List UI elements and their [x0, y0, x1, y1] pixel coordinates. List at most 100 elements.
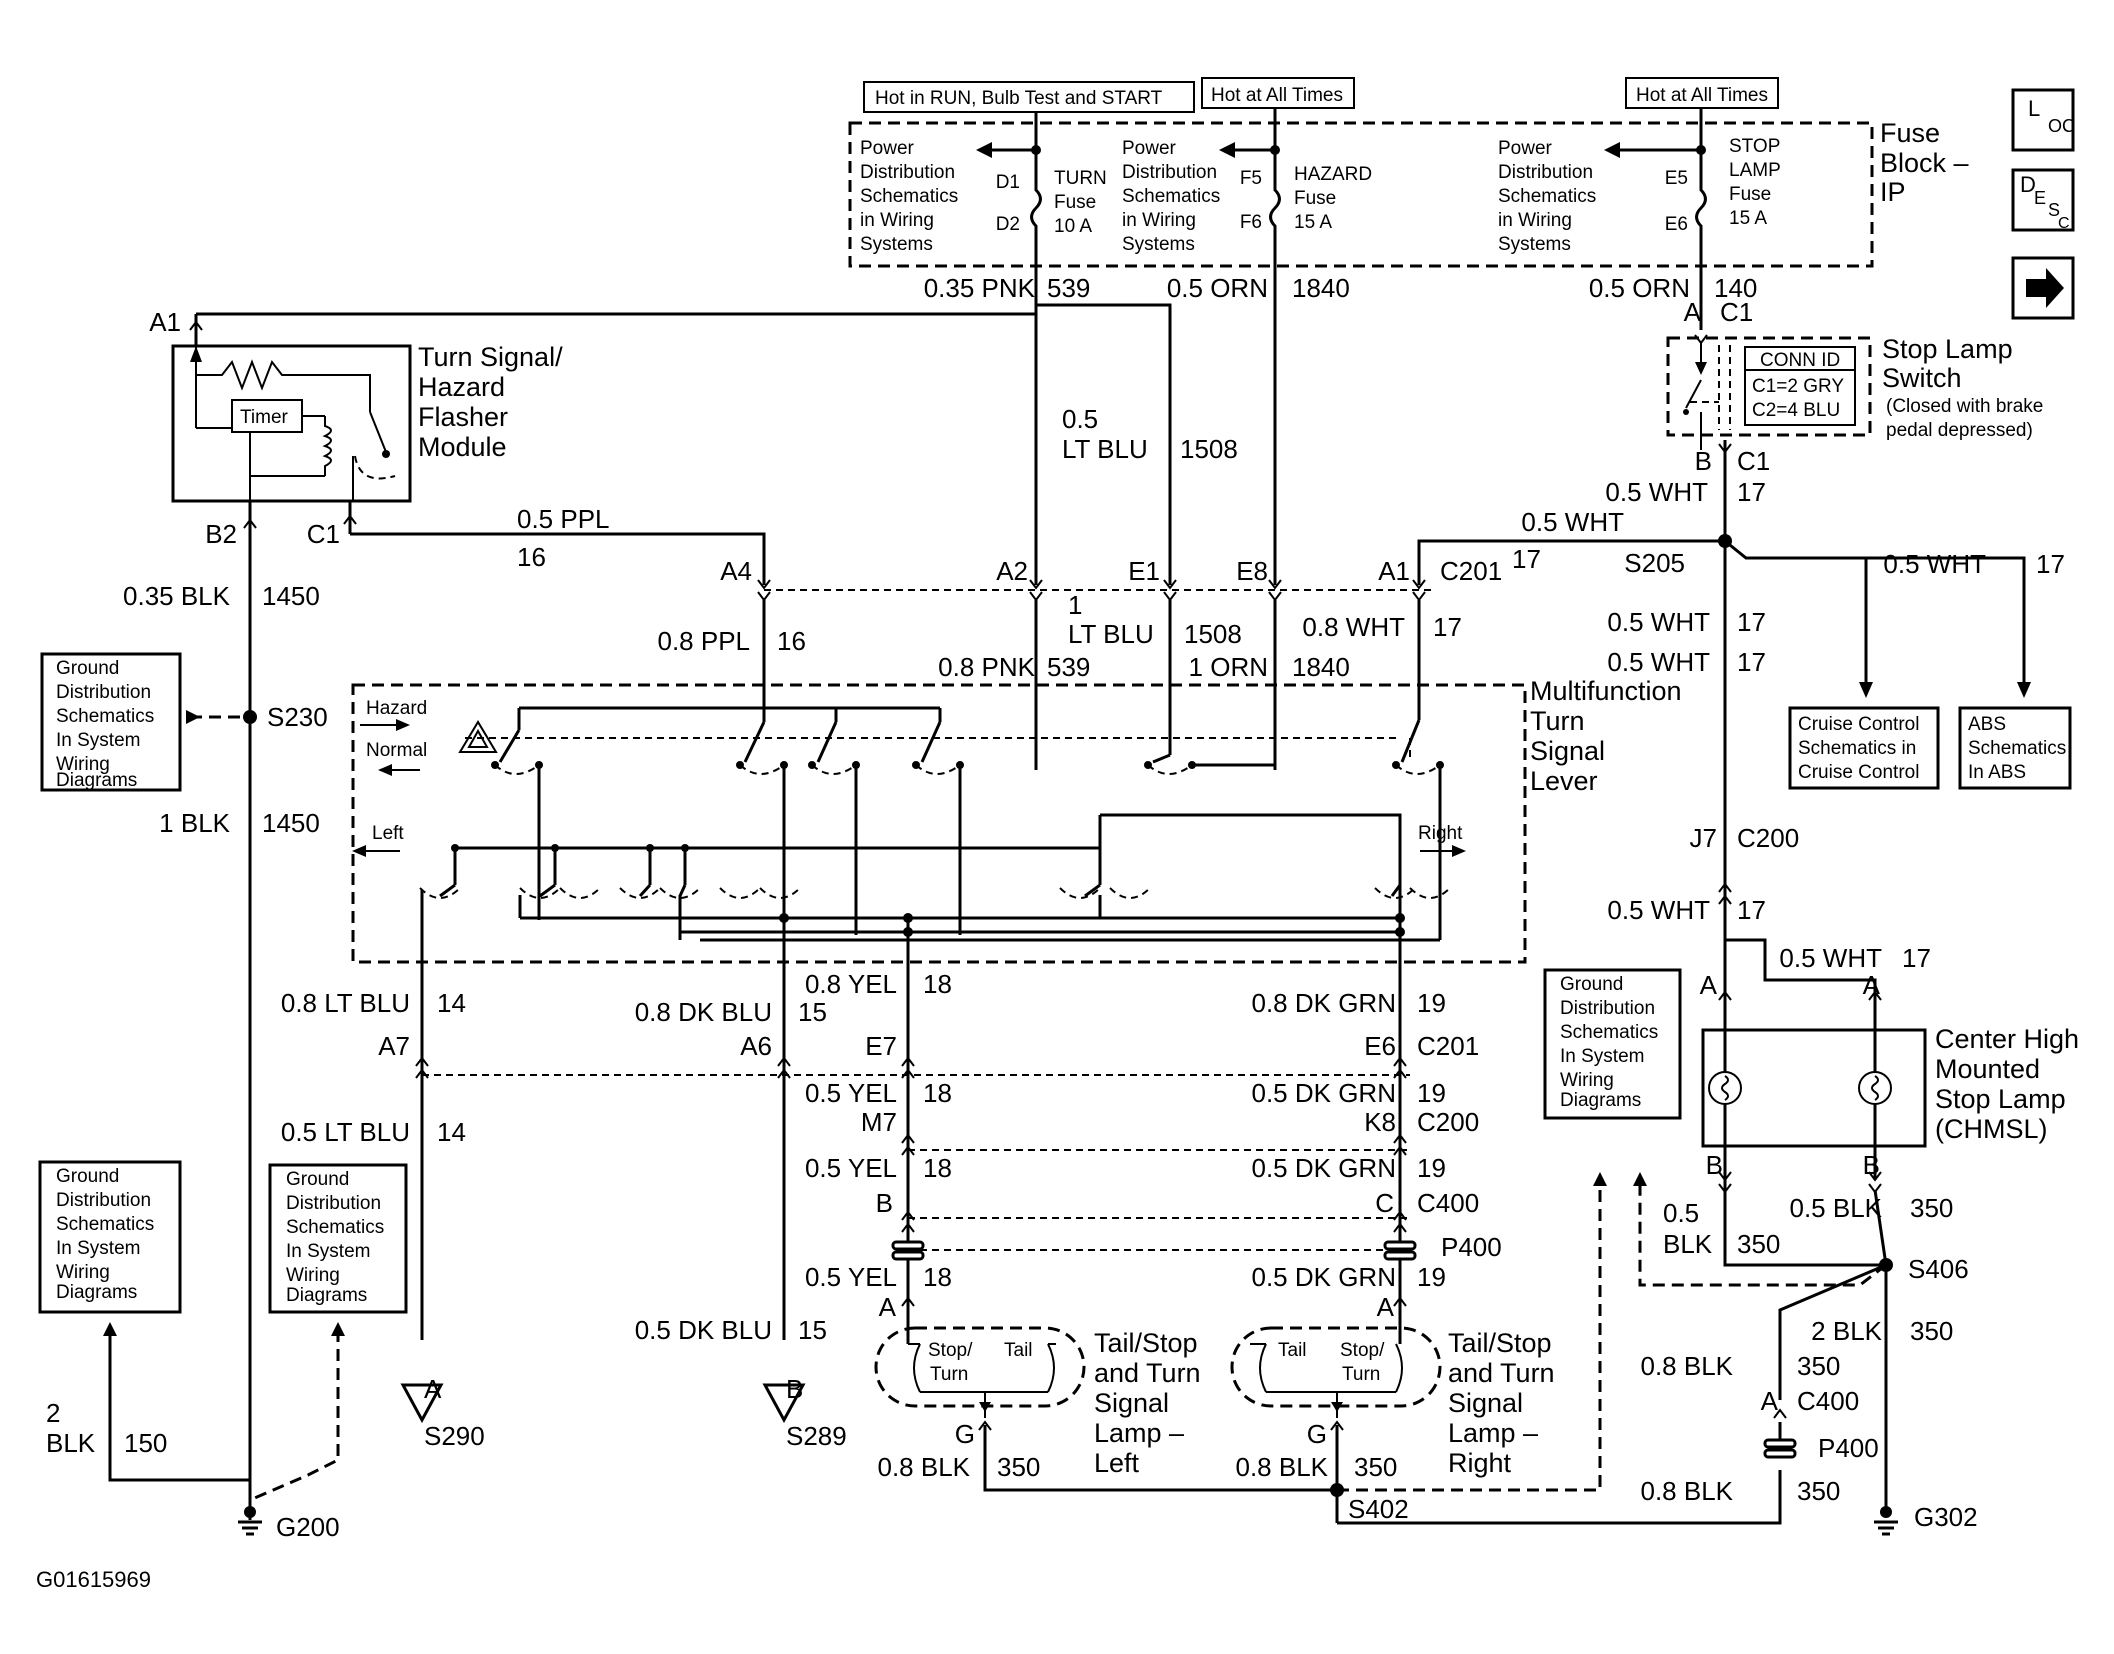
- wire-label: 0.8 LT BLU: [281, 988, 410, 1018]
- pin-label: C400: [1797, 1386, 1859, 1416]
- desc-icon[interactable]: D E S C: [2011, 168, 2075, 232]
- pin-label: S205: [1624, 548, 1685, 578]
- svg-text:Tail: Tail: [1278, 1340, 1307, 1361]
- pin-label: A: [1761, 1386, 1779, 1416]
- wire-label: 16: [777, 626, 806, 656]
- wire-label: 1508: [1180, 434, 1238, 464]
- wire-label: 16: [517, 542, 546, 572]
- timer-label: Timer: [240, 407, 289, 428]
- wire-label: 17: [1737, 895, 1766, 925]
- pin-label: A6: [740, 1031, 772, 1061]
- pin-label: A1: [1378, 556, 1410, 586]
- wire-label: 1 BLK: [159, 808, 230, 838]
- ground-g302-icon: [1874, 1506, 1898, 1536]
- pin-label: E7: [865, 1031, 897, 1061]
- wire-label: 0.5: [1663, 1198, 1699, 1228]
- svg-text:OC: OC: [2048, 116, 2075, 136]
- figure-id: G01615969: [36, 1567, 151, 1592]
- wire-label: 19: [1417, 1078, 1446, 1108]
- svg-text:D: D: [2020, 172, 2036, 197]
- svg-text:Stop/Turn: Stop/Turn: [1340, 1340, 1385, 1385]
- wire-label: 0.5 YEL: [805, 1078, 897, 1108]
- pin-label: A: [1377, 1292, 1395, 1322]
- pin-label: A: [1700, 970, 1718, 1000]
- wire-label: 1508: [1184, 619, 1242, 649]
- wire-label: 0.8 YEL: [805, 969, 897, 999]
- svg-text:C: C: [2058, 215, 2070, 232]
- wire-label: 0.5 DK BLU: [635, 1315, 772, 1345]
- svg-text:Left: Left: [372, 823, 404, 844]
- pin-label: S402: [1348, 1494, 1409, 1524]
- svg-text:D2: D2: [996, 214, 1020, 235]
- wire-label: 0.8 DK GRN: [1252, 988, 1397, 1018]
- pin-label: A: [424, 1374, 442, 1404]
- wire-label: 0.8 BLK: [1640, 1351, 1733, 1381]
- loc-icon[interactable]: L OC: [2011, 88, 2075, 152]
- wire-label: LT BLU: [1068, 619, 1154, 649]
- svg-text:E6: E6: [1665, 214, 1688, 235]
- pin-label: G: [955, 1419, 975, 1449]
- svg-text:Stop/Turn: Stop/Turn: [928, 1340, 973, 1385]
- wire-label: 1450: [262, 808, 320, 838]
- wire-label: 17: [1902, 943, 1931, 973]
- wire-label: 0.5 WHT: [1779, 943, 1882, 973]
- wire-label: 19: [1417, 988, 1446, 1018]
- next-arrow-icon[interactable]: [2011, 256, 2075, 320]
- pin-label: M7: [861, 1107, 897, 1137]
- wire-label: 350: [1354, 1452, 1397, 1482]
- pin-label: B: [1695, 446, 1712, 476]
- wire-label: 15: [798, 997, 827, 1027]
- pin-label: P400: [1441, 1232, 1502, 1262]
- wire-label: 0.8 BLK: [1640, 1476, 1733, 1506]
- pin-label: B: [786, 1374, 803, 1404]
- pin-label: B2: [205, 519, 237, 549]
- wire-label: 0.35 PNK: [924, 273, 1036, 303]
- svg-text:E: E: [2034, 188, 2046, 208]
- pin-label: A2: [996, 556, 1028, 586]
- wire-label: 0.8 DK BLU: [635, 997, 772, 1027]
- wire-label: 0.35 BLK: [123, 581, 231, 611]
- svg-text:Hazard: Hazard: [366, 698, 427, 719]
- wire-label: 0.5 ORN: [1167, 273, 1268, 303]
- wire-label: 17: [1737, 607, 1766, 637]
- pin-label: S289: [786, 1421, 847, 1451]
- pin-label: G: [1307, 1419, 1327, 1449]
- svg-text:L: L: [2028, 96, 2040, 121]
- wire-label: 0.5 WHT: [1521, 507, 1624, 537]
- wire-label: 0.8 WHT: [1302, 612, 1405, 642]
- wire-label: 0.5 YEL: [805, 1153, 897, 1183]
- hot-label-run: Hot in RUN, Bulb Test and START: [875, 88, 1163, 109]
- wire-label: 1: [1068, 590, 1082, 620]
- pin-label: K8: [1364, 1107, 1396, 1137]
- wire-label: 539: [1047, 273, 1090, 303]
- wire-label: 18: [923, 969, 952, 999]
- wire-label: 18: [923, 1078, 952, 1108]
- pin-label: G302: [1914, 1502, 1978, 1532]
- wire-label: 18: [923, 1153, 952, 1183]
- pin-label: C1: [1720, 297, 1753, 327]
- wire-label: 0.5 ORN: [1589, 273, 1690, 303]
- wire-label: LT BLU: [1062, 434, 1148, 464]
- wire-label: BLK: [1663, 1229, 1713, 1259]
- pin-label: C201: [1417, 1031, 1479, 1061]
- wire-label: 350: [1910, 1316, 1953, 1346]
- pin-label: A1: [149, 307, 181, 337]
- pin-label: B: [876, 1188, 893, 1218]
- wire-label: 17: [1737, 647, 1766, 677]
- wire-label: 2: [46, 1398, 60, 1428]
